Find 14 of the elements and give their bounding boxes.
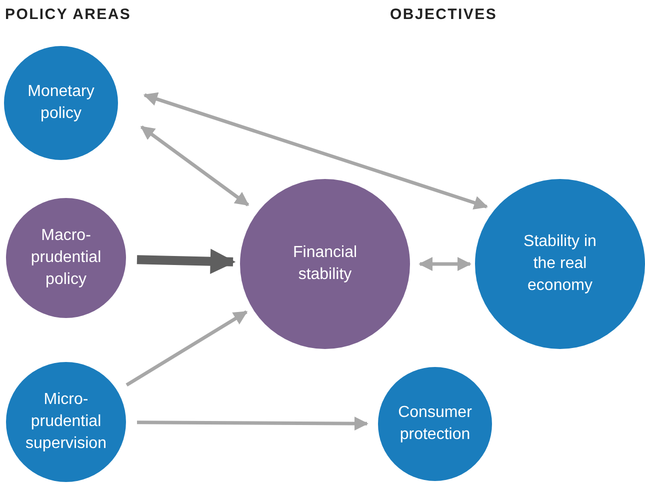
- node-label: Stability in the real economy: [522, 232, 598, 296]
- node-label: Financial stability: [292, 243, 358, 285]
- section-heading: OBJECTIVES: [390, 6, 498, 23]
- arrow: [418, 257, 472, 271]
- arrow: [140, 125, 250, 206]
- node-label: Monetary policy: [26, 82, 96, 124]
- section-heading: POLICY AREAS: [5, 6, 132, 23]
- arrow: [136, 416, 368, 431]
- node-label: Micro-prudential supervision: [24, 390, 108, 454]
- node-label: Macro-prudential policy: [30, 226, 102, 290]
- arrow: [143, 92, 488, 210]
- arrow: [136, 248, 236, 274]
- arrow: [126, 310, 248, 387]
- node-label: Consumer protection: [397, 403, 473, 445]
